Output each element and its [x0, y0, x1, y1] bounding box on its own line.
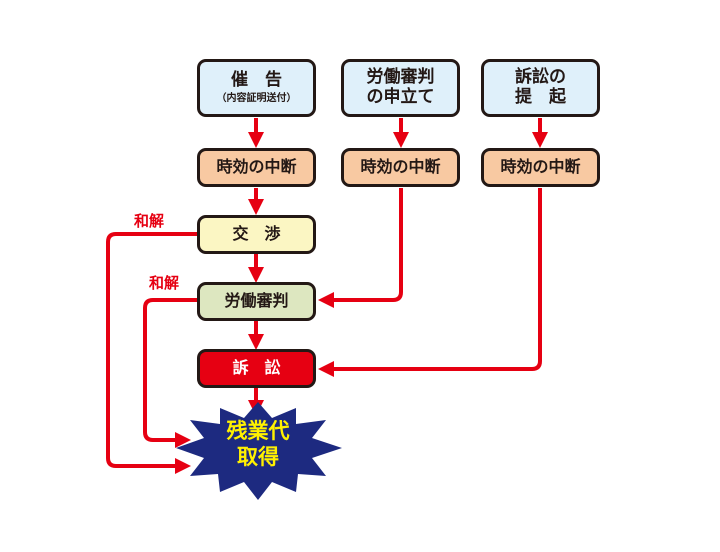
tribunal-filing-line1: 労働審判 [366, 67, 435, 88]
interruption-box-2: 時効の中断 [341, 148, 460, 187]
lawsuit-filing-line2: 提 起 [515, 87, 566, 107]
demand-sublabel: （内容証明送付） [216, 93, 297, 105]
interruption-label: 時効の中断 [216, 157, 297, 177]
interruption-label: 時効の中断 [500, 157, 581, 177]
arrow-tribunal-settlement [143, 298, 197, 448]
arrow-col3-lawsuit [318, 188, 542, 377]
interruption-box-1: 時効の中断 [197, 148, 316, 187]
demand-label: 催 告 [231, 70, 282, 91]
lawsuit-box: 訴 訟 [197, 349, 316, 388]
interruption-box-3: 時効の中断 [481, 148, 600, 187]
arrow-col2-tribunal [318, 188, 403, 308]
settlement-label-1: 和解 [134, 212, 165, 230]
settlement-label-2: 和解 [149, 274, 180, 292]
goal-starburst [176, 402, 342, 500]
lawsuit-filing-box: 訴訟の 提 起 [481, 59, 600, 117]
goal-line1: 残業代 [226, 419, 290, 443]
demand-box: 催 告 （内容証明送付） [197, 59, 316, 117]
tribunal-box: 労働審判 [197, 282, 316, 321]
interruption-label: 時効の中断 [360, 157, 441, 177]
goal-line2: 取得 [237, 445, 279, 470]
negotiation-label: 交 渉 [232, 224, 281, 244]
lawsuit-label: 訴 訟 [232, 358, 281, 378]
tribunal-filing-box: 労働審判 の申立て [341, 59, 460, 117]
tribunal-label: 労働審判 [224, 291, 289, 311]
negotiation-box: 交 渉 [197, 215, 316, 254]
arrow-negotiation-settlement [106, 232, 197, 474]
lawsuit-filing-line1: 訴訟の [515, 67, 566, 88]
tribunal-filing-line2: の申立て [366, 87, 435, 107]
goal-text: 残業代 取得 [200, 418, 316, 471]
